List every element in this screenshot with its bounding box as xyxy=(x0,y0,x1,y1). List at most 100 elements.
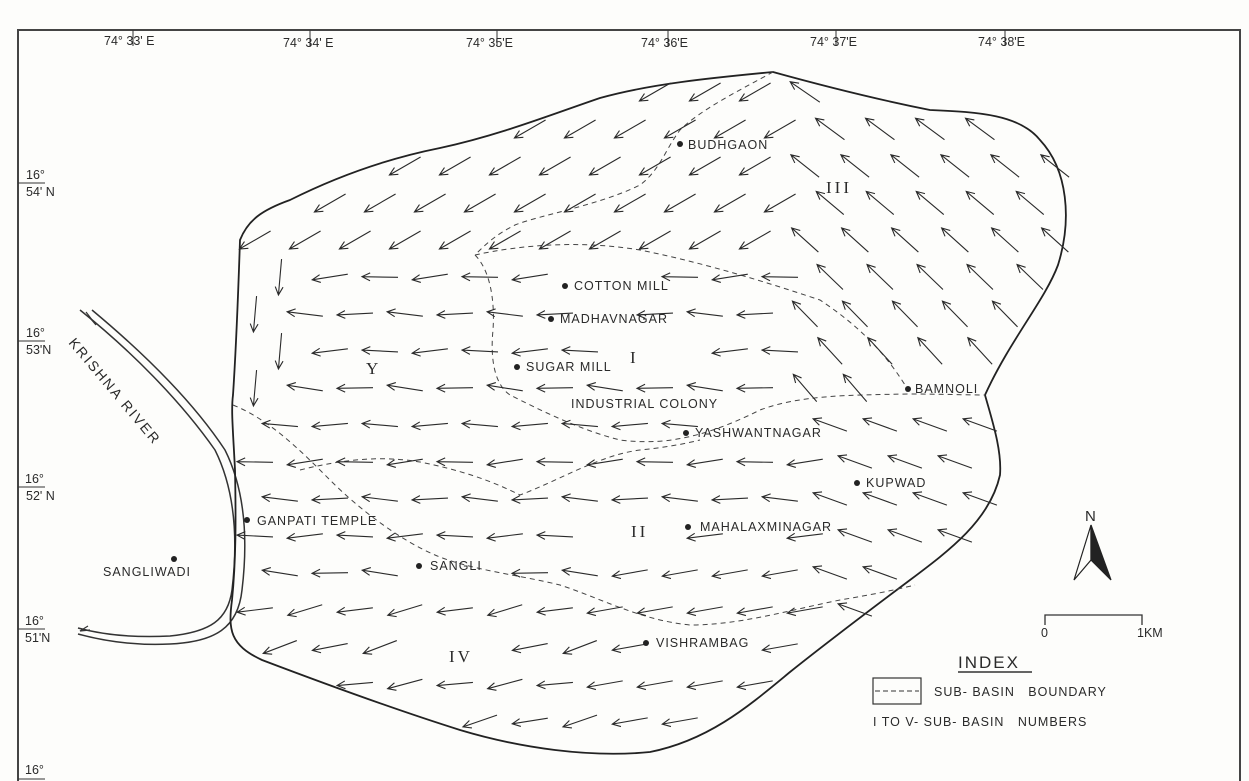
flow-arrow-icon xyxy=(435,606,473,616)
flow-arrow-icon xyxy=(990,227,1019,253)
flow-arrow-icon xyxy=(286,604,323,618)
flow-arrow-icon xyxy=(914,117,945,141)
place-markers xyxy=(171,141,911,646)
flow-arrow-icon xyxy=(713,193,746,213)
flow-arrow-icon xyxy=(886,454,923,469)
flow-arrow-icon xyxy=(585,382,623,392)
flow-arrow-icon xyxy=(510,717,548,727)
flow-arrow-icon xyxy=(688,82,721,102)
flow-arrow-icon xyxy=(686,680,723,691)
flow-arrow-icon xyxy=(710,347,748,357)
krishna-river xyxy=(77,309,246,646)
north-label: N xyxy=(1085,508,1096,525)
flow-arrow-icon xyxy=(310,421,348,431)
flow-arrow-icon xyxy=(638,156,671,176)
place-dot xyxy=(683,430,689,436)
flow-arrow-icon xyxy=(842,373,868,403)
flow-arrow-icon xyxy=(861,565,898,580)
flow-arrow-icon xyxy=(841,300,868,328)
flow-arrow-icon xyxy=(310,347,348,357)
flow-arrow-icon xyxy=(711,569,748,580)
flow-arrow-icon xyxy=(260,419,298,429)
flow-arrow-icon xyxy=(785,532,823,542)
flow-arrow-icon xyxy=(911,417,948,432)
flow-arrow-icon xyxy=(760,346,799,355)
flow-arrow-icon xyxy=(385,532,423,542)
flow-arrow-icon xyxy=(836,602,873,617)
place-label-ganpati-temple: GANPATI TEMPLE xyxy=(257,514,377,528)
flow-arrow-icon xyxy=(435,680,473,690)
flow-arrow-icon xyxy=(961,491,998,506)
longitude-labels: 74° 33' E 74° 34' E 74° 35'E 74° 36'E 74… xyxy=(104,30,1025,50)
place-label-vishrambag: VISHRAMBAG xyxy=(656,636,749,650)
place-dot xyxy=(416,563,422,569)
flow-arrow-icon xyxy=(560,419,598,429)
latitude-min: 51'N xyxy=(25,631,50,645)
flow-arrow-icon xyxy=(738,156,771,176)
flow-arrow-icon xyxy=(485,308,523,318)
place-labels: BUDHGAON COTTON MILL MADHAVNAGAR SUGAR M… xyxy=(103,138,977,650)
place-label-budhgaon: BUDHGAON xyxy=(688,138,768,152)
flow-arrow-icon xyxy=(941,300,968,328)
place-dot xyxy=(854,480,860,486)
flow-arrow-icon xyxy=(761,643,798,654)
flow-arrow-icon xyxy=(738,230,771,250)
flow-arrow-icon xyxy=(588,230,621,250)
sub-basin-i: I xyxy=(630,348,639,367)
north-arrow-icon: N xyxy=(1073,508,1112,581)
flow-arrow-icon xyxy=(535,457,574,467)
basin-boundary xyxy=(229,71,1067,755)
flow-arrow-icon xyxy=(460,493,498,503)
flow-arrow-icon xyxy=(335,383,374,393)
flow-arrow-icon xyxy=(262,640,298,655)
flow-arrow-icon xyxy=(363,193,396,213)
place-dot xyxy=(171,556,177,562)
flow-arrow-icon xyxy=(836,528,873,543)
flow-arrow-icon xyxy=(811,417,848,432)
flow-arrow-icon xyxy=(989,154,1020,178)
flow-arrow-icon xyxy=(311,643,348,654)
flow-arrow-icon xyxy=(410,495,449,504)
flow-arrow-icon xyxy=(613,193,646,213)
flow-arrow-icon xyxy=(538,230,571,250)
latitude-deg: 16° xyxy=(26,326,45,340)
flow-arrow-icon xyxy=(961,417,998,432)
flow-arrow-icon xyxy=(610,421,648,431)
flow-arrow-icon xyxy=(386,604,423,618)
flow-arrow-icon xyxy=(538,156,571,176)
flow-arrow-icon xyxy=(485,532,523,542)
flow-arrow-icon xyxy=(610,495,649,504)
flow-arrow-icon xyxy=(916,336,943,365)
place-dot xyxy=(548,316,554,322)
flow-arrow-icon xyxy=(510,568,549,578)
flow-arrow-icon xyxy=(1039,154,1070,178)
longitude-label: 74° 34' E xyxy=(283,36,333,50)
sub-basin-numbers: I II III IV Y xyxy=(366,178,849,666)
place-dot xyxy=(643,640,649,646)
flow-arrow-icon xyxy=(249,370,259,408)
flow-arrow-icon xyxy=(865,190,895,216)
latitude-deg: 16° xyxy=(26,168,45,182)
flow-arrow-icon xyxy=(461,714,498,729)
flow-arrow-icon xyxy=(660,493,698,503)
flow-arrow-icon xyxy=(811,565,848,580)
sub-basin-iv: IV xyxy=(449,647,473,666)
flow-arrow-icon xyxy=(560,567,598,577)
river-label: KRISHNA RIVER xyxy=(66,335,164,448)
flow-arrow-icon xyxy=(435,457,474,467)
flow-arrow-icon xyxy=(335,310,374,319)
flow-arrow-icon xyxy=(760,272,799,282)
flow-arrow-icon xyxy=(763,193,796,213)
flow-arrow-icon xyxy=(836,454,873,469)
flow-arrow-icon xyxy=(660,419,698,429)
longitude-label: 74° 38'E xyxy=(978,35,1025,49)
flow-arrow-icon xyxy=(285,458,323,468)
flow-arrow-icon xyxy=(760,493,798,503)
flow-arrow-icon xyxy=(274,259,284,297)
flow-arrow-icon xyxy=(663,119,696,139)
flow-arrow-icon xyxy=(535,310,574,319)
flow-arrow-icon xyxy=(816,336,843,365)
flow-arrow-icon xyxy=(811,491,848,506)
flow-arrow-icon xyxy=(460,419,498,429)
